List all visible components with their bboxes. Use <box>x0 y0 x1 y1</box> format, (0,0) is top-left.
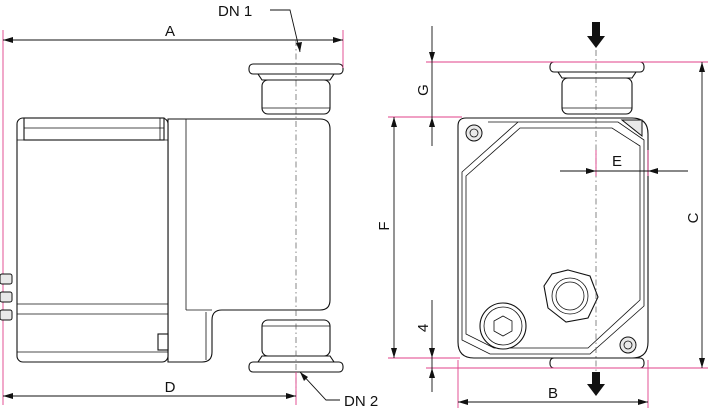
dimension-d: D <box>3 372 297 405</box>
front-body <box>457 117 649 359</box>
label-dn2: DN 2 <box>344 393 378 410</box>
screw-bottom-right <box>619 336 637 354</box>
label-g: G <box>415 84 432 96</box>
chamfer-top-right <box>620 119 643 138</box>
dimension-f: F <box>376 117 397 358</box>
hex-plug <box>479 302 527 350</box>
front-top-clamp <box>549 61 645 115</box>
front-view: G F 4 C B <box>376 22 708 408</box>
round-plug <box>543 269 599 323</box>
dn1-callout: DN 1 <box>218 3 302 53</box>
flow-out-arrow-icon <box>587 372 605 396</box>
dimension-4: 4 <box>415 300 435 392</box>
label-c: C <box>685 212 702 223</box>
front-bottom-clamp <box>549 357 645 369</box>
side-view: A D DN 1 DN 2 <box>0 3 378 410</box>
label-f: F <box>376 221 393 230</box>
dn2-callout: DN 2 <box>299 371 378 410</box>
label-b: B <box>548 385 558 402</box>
dimension-a: A <box>3 23 344 68</box>
flow-in-arrow-icon <box>587 22 605 48</box>
cable-connector <box>0 273 13 321</box>
dimension-b: B <box>458 385 648 405</box>
label-dn1: DN 1 <box>218 3 252 20</box>
valve-housing <box>167 118 331 363</box>
dimension-c: C <box>685 62 705 368</box>
label-d: D <box>165 379 176 396</box>
label-a: A <box>165 23 175 40</box>
label-e: E <box>612 153 622 170</box>
label-4: 4 <box>415 324 432 332</box>
dimension-g: G <box>415 26 435 146</box>
dimension-e: E <box>560 150 688 176</box>
bottom-clamp-flange <box>248 319 344 373</box>
actuator-coil <box>16 117 169 363</box>
screw-top-left <box>465 124 483 142</box>
